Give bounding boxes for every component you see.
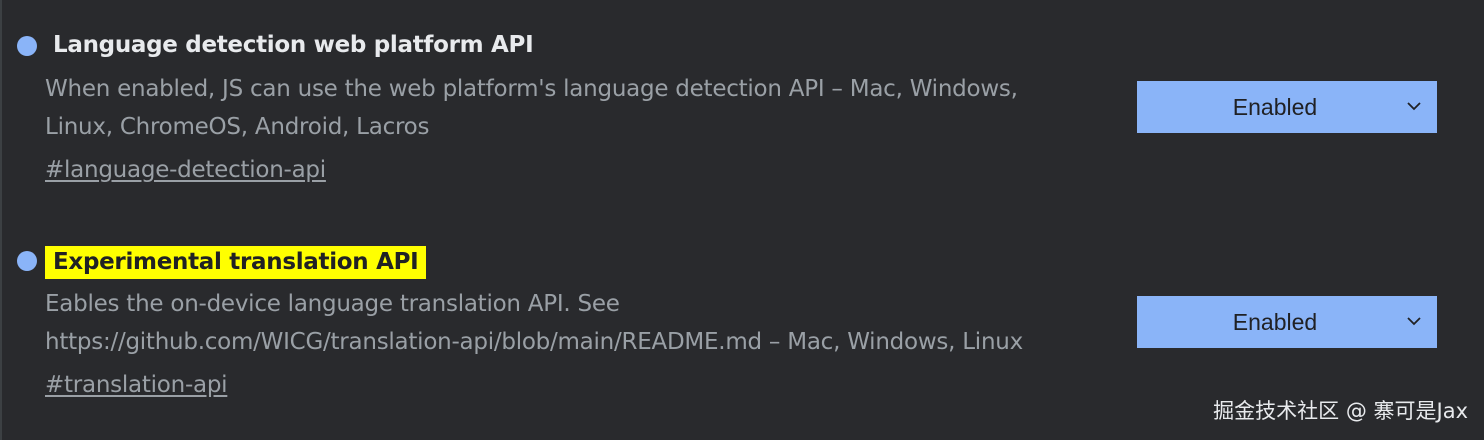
experiment-description: Eables the on-device language translatio… xyxy=(45,285,1115,361)
left-divider xyxy=(0,0,2,440)
chevron-down-icon xyxy=(1407,317,1421,326)
experiment-title: Language detection web platform API xyxy=(53,32,534,58)
experiment-anchor-link[interactable]: #translation-api xyxy=(45,372,228,398)
experiment-title: Experimental translation API xyxy=(45,246,427,279)
status-dot-icon xyxy=(17,36,37,56)
experiment-state-select[interactable]: Enabled xyxy=(1137,296,1437,348)
status-dot-icon xyxy=(17,251,37,271)
description-line: Eables the on-device language translatio… xyxy=(45,291,620,317)
watermark: 掘金技术社区 @ 寨可是Jax xyxy=(1213,399,1468,423)
experiment-description: When enabled, JS can use the web platfor… xyxy=(45,70,1115,146)
description-line: Linux, ChromeOS, Android, Lacros xyxy=(45,114,430,140)
select-value: Enabled xyxy=(1232,309,1318,335)
description-line: When enabled, JS can use the web platfor… xyxy=(45,76,1018,102)
chevron-down-icon xyxy=(1407,102,1421,111)
experiment-state-select[interactable]: Enabled xyxy=(1137,81,1437,133)
experiment-anchor-link[interactable]: #language-detection-api xyxy=(45,157,326,183)
description-line: https://github.com/WICG/translation-api/… xyxy=(45,329,1023,355)
select-value: Enabled xyxy=(1232,94,1318,120)
